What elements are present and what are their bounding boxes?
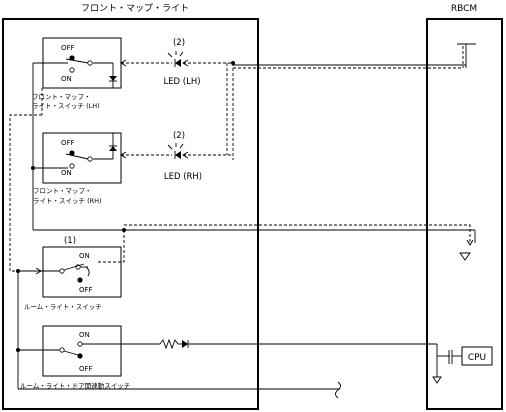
led-lh-label: LED (LH) — [163, 77, 200, 87]
door-switch-on-label: ON — [79, 331, 90, 339]
switch-lh-diode-icon — [109, 76, 117, 81]
room-switch-on-label: ON — [79, 252, 90, 260]
switch-rh-label-line1: フロント・マップ・ — [33, 187, 92, 195]
rbcm-title: RBCM — [451, 4, 477, 14]
switch-rh-off-label: OFF — [61, 139, 75, 147]
room-switch-label: ルーム・ライト・スイッチ — [24, 303, 102, 311]
room-to-rbcm-dashed-path — [124, 224, 471, 245]
led-rh: (2) LED (RH) — [164, 131, 202, 182]
led-lh: (2) LED (LH) — [163, 38, 200, 87]
front-map-light-switch-rh: OFF ON フロント・マップ・ ライト・スイッチ (RH) — [33, 132, 122, 205]
led-lh-marker: (2) — [173, 38, 185, 48]
switch-lh-off-label: OFF — [61, 44, 75, 52]
switch-lh-label-line1: フロント・マップ・ — [32, 93, 91, 101]
front-map-light-frame — [2, 18, 259, 410]
door-linked-room-light-switch: ON OFF ルーム・ライト・ドア開連動スイッチ — [20, 325, 130, 390]
room-light-switch: (1) ON OFF ルーム・ライト・スイッチ — [24, 236, 122, 311]
door-switch-off-contact — [77, 353, 83, 359]
room-switch-off-contact — [77, 277, 83, 283]
switch-lh-on-label: ON — [61, 75, 72, 83]
door-switch-on-contact — [77, 341, 83, 347]
wire-break-icon — [335, 381, 341, 399]
switch-rh-label-line2: ライト・スイッチ (RH) — [33, 197, 102, 205]
room-switch-marker: (1) — [64, 236, 76, 246]
door-diode-icon — [182, 340, 188, 348]
front-map-light-title: フロント・マップ・ライト — [81, 3, 189, 14]
door-switch-off-label: OFF — [79, 365, 93, 373]
led-rh-label: LED (RH) — [164, 172, 202, 182]
led-rh-diode-icon — [175, 151, 181, 159]
switch-rh-diode-icon — [109, 146, 117, 151]
switch-lh-on-contact — [69, 67, 75, 73]
rbcm-ground-icon-upper — [459, 252, 471, 261]
switch-lh-off-contact — [69, 55, 75, 61]
room-switch-off-label: OFF — [79, 286, 93, 294]
room-switch-common — [59, 268, 65, 274]
switch-lh-common — [87, 60, 93, 66]
led-lh-diode-icon — [175, 59, 181, 67]
led-rh-marker: (2) — [173, 131, 185, 141]
switch-rh-on-label: ON — [61, 169, 72, 177]
rbcm-frame — [426, 18, 503, 410]
door-switch-common — [59, 347, 65, 353]
resistor-icon — [159, 338, 179, 350]
lh-to-room-dashed-path — [9, 114, 42, 272]
rbcm-ground-icon-lower — [432, 376, 442, 384]
door-switch-label: ルーム・ライト・ドア開連動スイッチ — [20, 381, 130, 390]
front-map-light-switch-lh: OFF ON フロント・マップ・ ライト・スイッチ (LH) — [32, 37, 122, 110]
switch-rh-common — [87, 156, 93, 162]
cpu-box — [461, 346, 493, 366]
switch-rh-off-contact — [69, 150, 75, 156]
switch-lh-label-line2: ライト・スイッチ (LH) — [32, 102, 100, 110]
cpu-label: CPU — [468, 353, 486, 363]
room-switch-box — [42, 246, 122, 298]
switch-rh-box — [42, 132, 122, 184]
switch-rh-on-contact — [69, 163, 75, 169]
door-switch-box — [42, 325, 122, 377]
